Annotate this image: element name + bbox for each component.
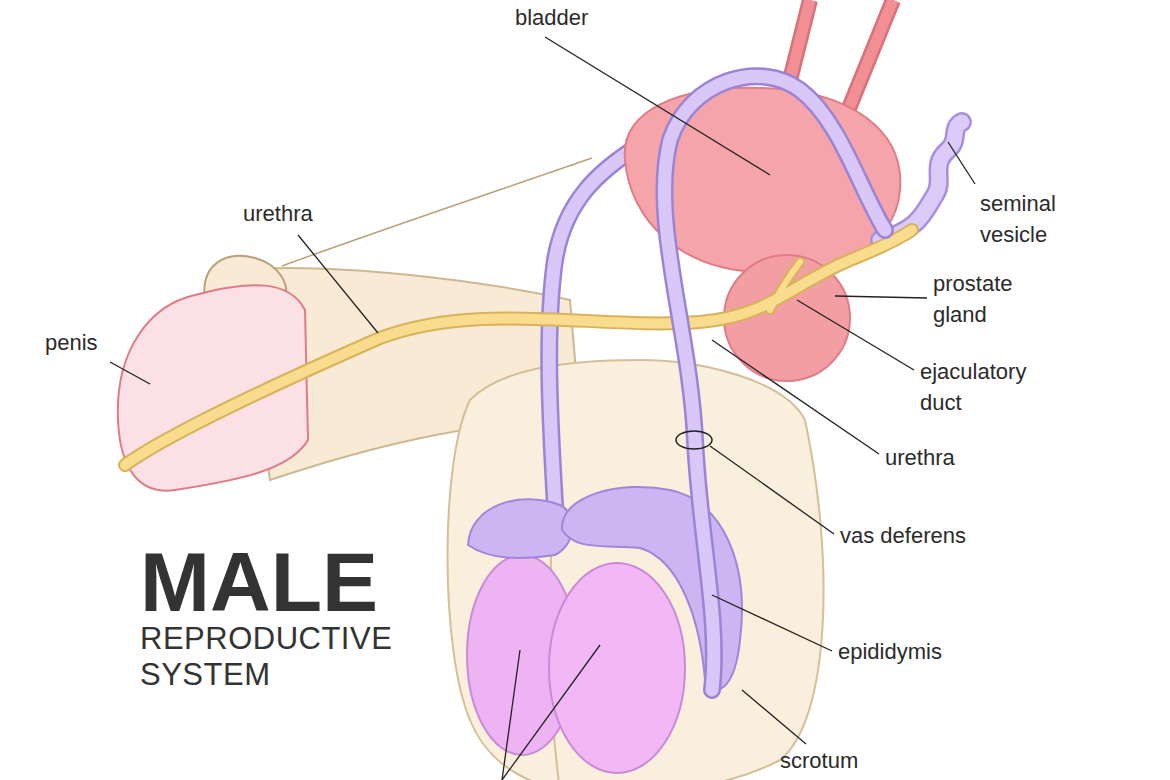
- seminal-vesicle-outline: [880, 122, 962, 240]
- leader-line: [710, 446, 834, 534]
- leader-line: [712, 340, 879, 454]
- vasectomy-ring: [676, 431, 712, 449]
- part-label: epididymis: [838, 636, 942, 667]
- leader-line: [502, 650, 520, 780]
- ejaculatory-duct-tube: [770, 262, 800, 310]
- part-label: urethra: [243, 198, 313, 229]
- part-label: prostate gland: [933, 268, 1045, 330]
- vas-deferens: [664, 76, 885, 690]
- part-label: bladder: [515, 2, 588, 33]
- leader-line: [797, 300, 914, 370]
- part-label: scrotum: [780, 745, 858, 776]
- urethra-tube: [125, 230, 912, 465]
- leader-line: [298, 235, 378, 333]
- leader-line: [110, 362, 150, 384]
- leader-lines: [110, 37, 975, 780]
- leader-line: [742, 690, 806, 744]
- epididymis-shape: [468, 499, 573, 558]
- part-label: seminal vesicle: [980, 188, 1092, 250]
- testis: [549, 563, 685, 773]
- leader-line: [712, 595, 832, 651]
- part-label: vas deferens: [840, 520, 966, 551]
- part-label: penis: [45, 327, 98, 358]
- part-label: ejaculatory duct: [920, 356, 1060, 418]
- diagram-title: MALE REPRODUCTIVE SYSTEM: [140, 543, 420, 693]
- leader-line: [545, 37, 770, 175]
- scrotum-sac: [448, 360, 824, 780]
- leader-line: [948, 142, 975, 184]
- part-label: urethra: [885, 442, 955, 473]
- seminal-vesicle-shape: [880, 122, 962, 240]
- skin-line: [282, 158, 592, 266]
- leader-line: [502, 645, 600, 780]
- leader-line: [835, 296, 927, 298]
- urethra-outline: [125, 230, 912, 465]
- vas-deferens-outline: [664, 76, 885, 690]
